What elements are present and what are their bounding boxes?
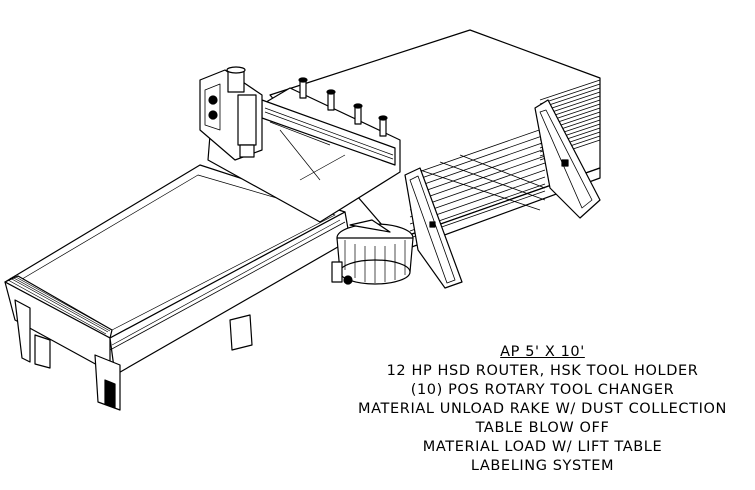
spec-line-unload-rake: MATERIAL UNLOAD RAKE W/ DUST COLLECTION — [358, 401, 727, 417]
tool-rack — [298, 77, 388, 137]
spec-line-blow-off: TABLE BLOW OFF — [475, 420, 610, 436]
rake-end-frame-right — [534, 99, 601, 219]
router-head — [199, 66, 263, 161]
spec-line-router: 12 HP HSD ROUTER, HSK TOOL HOLDER — [386, 363, 699, 379]
machine-table — [4, 164, 351, 411]
spec-line-material-load: MATERIAL LOAD W/ LIFT TABLE — [422, 439, 663, 455]
spec-block: AP 5' X 10' 12 HP HSD ROUTER, HSK TOOL H… — [340, 343, 745, 476]
spec-line-labeling: LABELING SYSTEM — [470, 458, 615, 474]
spec-line-tool-changer: (10) POS ROTARY TOOL CHANGER — [410, 382, 675, 398]
spec-title: AP 5' X 10' — [500, 344, 585, 360]
table-leg — [229, 314, 253, 351]
gantry — [199, 66, 401, 223]
table-leg — [34, 334, 51, 369]
rake-end-frame-left — [404, 167, 463, 289]
rotary-tool-changer — [331, 219, 414, 285]
table-leg — [14, 299, 31, 363]
